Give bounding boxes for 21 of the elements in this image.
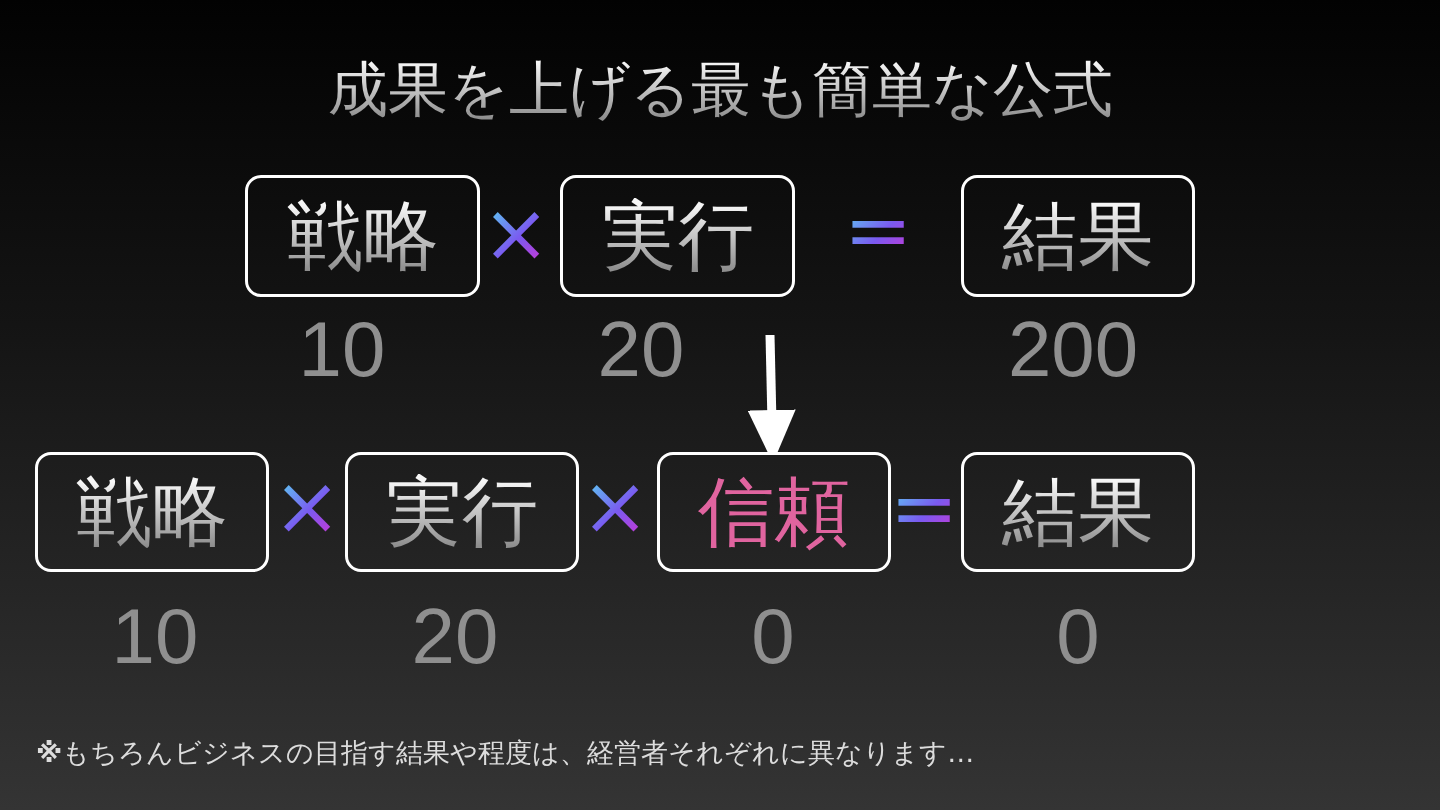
term-label: 結果 [1002, 198, 1154, 274]
term-box [345, 452, 579, 572]
term-label: 信頼 [698, 474, 850, 550]
value-number: 10 [111, 597, 199, 675]
term-box [560, 175, 795, 297]
value-number: 20 [597, 310, 685, 388]
term-box [35, 452, 269, 572]
value-number: 20 [411, 597, 499, 675]
value-number: 200 [1007, 310, 1139, 388]
term-box [657, 452, 891, 572]
term-label: 戦略 [76, 474, 228, 550]
term-box [961, 452, 1195, 572]
footnote: ※もちろんビジネスの目指す結果や程度は、経営者それぞれに異なります… [36, 737, 975, 770]
value-number: 10 [298, 310, 386, 388]
term-label: 戦略 [286, 198, 439, 274]
term-box [961, 175, 1195, 297]
value-number: 0 [1056, 597, 1100, 675]
term-label: 実行 [386, 474, 538, 550]
term-box [245, 175, 480, 297]
value-number: 0 [751, 597, 795, 675]
term-label: 結果 [1002, 474, 1154, 550]
